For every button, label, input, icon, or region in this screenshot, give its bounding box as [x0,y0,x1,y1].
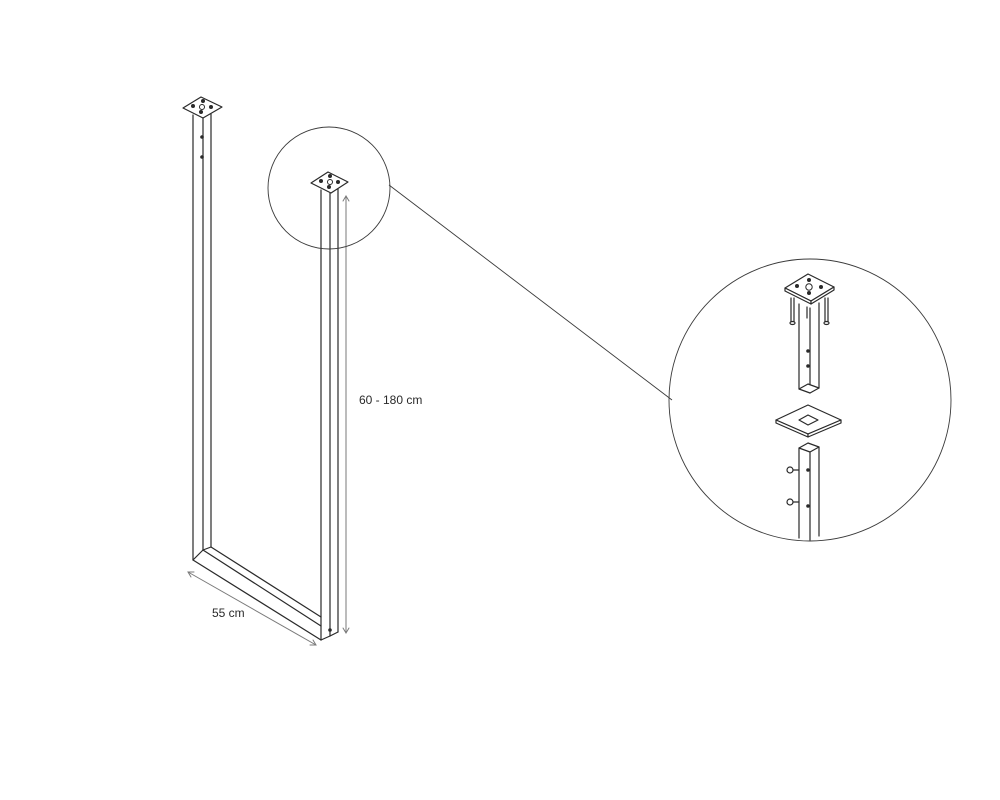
detail-callout [267,126,952,542]
bottom-bar [192,546,322,641]
bolt-icon [786,466,800,506]
left-post [182,96,223,561]
height-dimension-arrow [342,195,350,634]
exploded-detail [775,273,842,541]
width-dimension-label: 55 cm [212,606,245,620]
height-dimension-label: 60 - 180 cm [359,393,423,407]
width-dimension-arrow [187,571,317,646]
screw-icon [789,297,830,326]
right-post [310,171,349,641]
